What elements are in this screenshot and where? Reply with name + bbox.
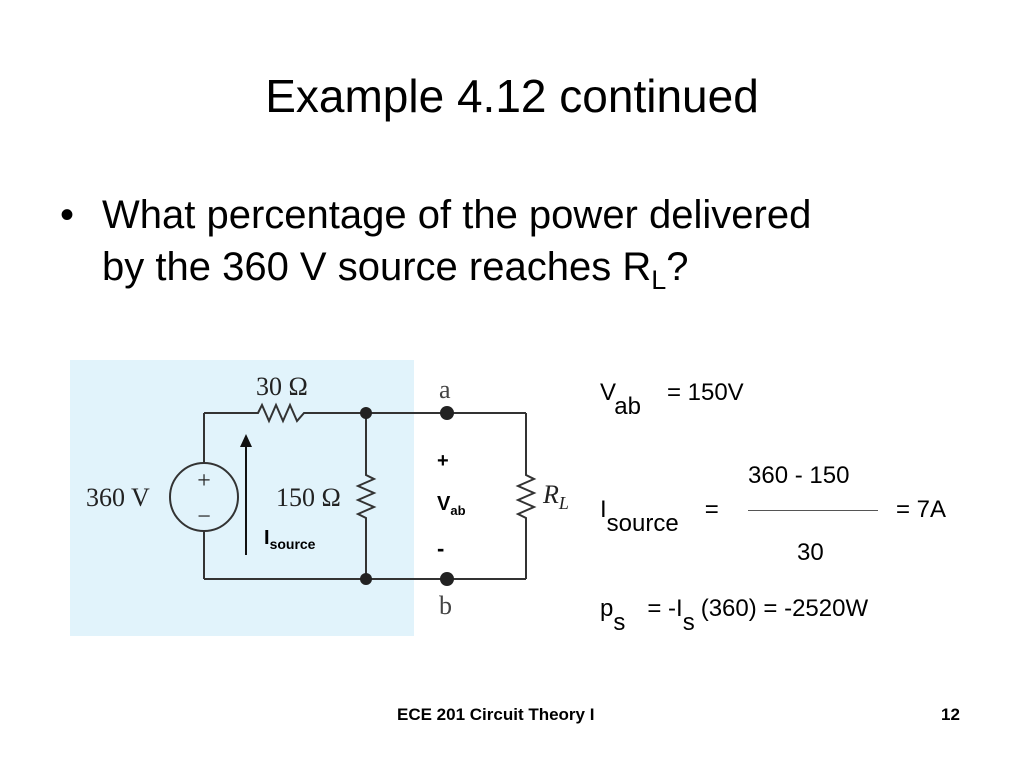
bullet-mark: • xyxy=(60,193,75,237)
footer-course: ECE 201 Circuit Theory I xyxy=(397,705,595,724)
source-plus: + xyxy=(197,468,211,494)
eq-vab-sub: ab xyxy=(614,393,641,420)
resistor-150 xyxy=(355,413,377,579)
eq-isource-eq1: = xyxy=(704,496,719,523)
r2-label: 150 Ω xyxy=(276,483,341,512)
vab-minus-sign: - xyxy=(437,536,444,561)
top-wire xyxy=(204,402,526,424)
node-bottom-middle xyxy=(360,573,372,585)
circuit-background xyxy=(70,360,414,636)
bullet-subscript: L xyxy=(651,265,667,295)
slide-title: Example 4.12 continued xyxy=(265,70,759,122)
vab-label-main: V xyxy=(437,493,451,515)
bullet-line-2-end: ? xyxy=(666,245,689,289)
node-b-label: b xyxy=(439,591,452,620)
eq-ps-mid: = -I xyxy=(647,595,683,622)
source-label: 360 V xyxy=(86,483,150,512)
eq-isource-denominator: 30 xyxy=(797,539,824,566)
current-label-sub: source xyxy=(270,536,316,552)
eq-ps-sub: s xyxy=(613,609,626,636)
node-a-dot xyxy=(440,406,454,420)
node-a-label: a xyxy=(439,375,451,404)
bullet-line-2: by the 360 V source reaches RL? xyxy=(102,241,962,306)
bullet-line-2-text: by the 360 V source reaches R xyxy=(102,245,652,289)
eq-ps: ps= -Is(360) = -2520W xyxy=(600,594,869,636)
r1-label: 30 Ω xyxy=(256,372,308,401)
resistor-rl xyxy=(515,413,537,579)
footer-page-number: 12 xyxy=(941,705,960,724)
rl-label-main: R xyxy=(542,480,559,509)
source-minus: − xyxy=(197,504,211,530)
eq-ps-sub2: s xyxy=(682,609,695,636)
vab-plus-sign: + xyxy=(437,450,449,472)
eq-ps-main: p xyxy=(600,595,614,622)
bullet-line-1: What percentage of the power delivered xyxy=(102,193,812,237)
node-b-dot xyxy=(440,572,454,586)
node-top-middle xyxy=(360,407,372,419)
vab-label-sub: ab xyxy=(450,503,465,518)
rl-label-sub: L xyxy=(558,493,569,513)
fraction-bar xyxy=(748,510,878,511)
eq-vab-rest: = 150V xyxy=(666,379,744,406)
eq-vab-main: V xyxy=(600,379,615,406)
eq-isource-numerator: 360 - 150 xyxy=(748,462,850,489)
vab-label: Vab xyxy=(437,493,466,518)
eq-isource-main: I xyxy=(600,496,607,523)
eq-isource-result: = 7A xyxy=(896,496,947,523)
eq-vab: Vab = 150V xyxy=(600,378,744,420)
voltage-source xyxy=(169,462,239,532)
eq-ps-rest: (360) = -2520W xyxy=(700,595,869,622)
current-label-main: I xyxy=(264,527,270,549)
eq-isource-sub: source xyxy=(606,510,679,537)
rl-label: RL xyxy=(542,480,569,513)
current-arrow-head xyxy=(240,434,252,447)
bullet-text: What percentage of the power delivered b… xyxy=(102,189,962,306)
current-label: Isource xyxy=(264,527,316,552)
eq-isource-left: Isource = xyxy=(600,495,719,537)
